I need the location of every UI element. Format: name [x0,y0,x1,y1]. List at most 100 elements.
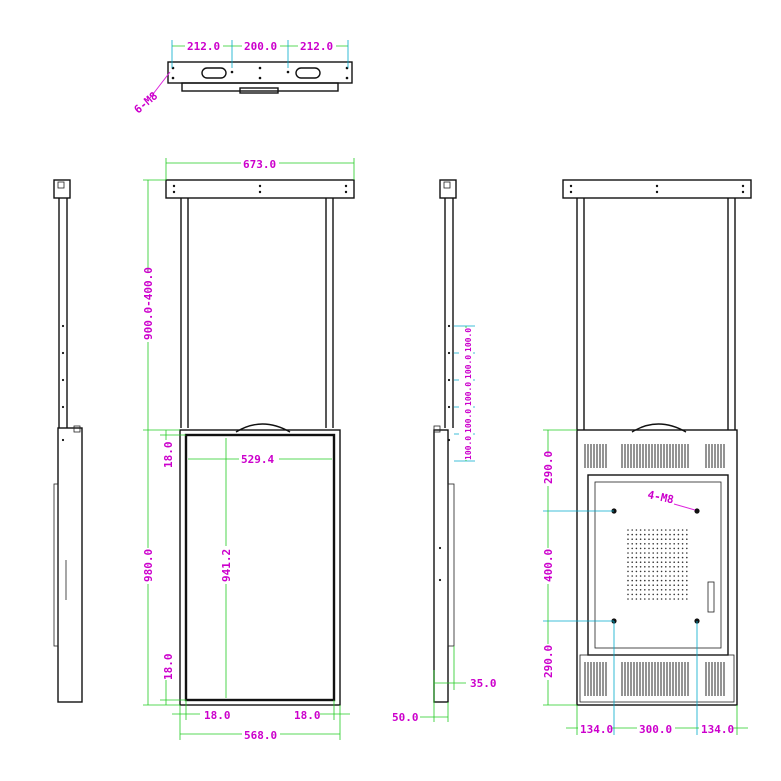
grille-dot [648,584,650,586]
grille-dot [639,593,642,596]
grille-dot [656,579,659,582]
grille-dot [669,556,671,559]
grille-dot [635,552,638,554]
grille-dot [627,533,629,536]
label-mask [298,38,336,52]
grille-dot [686,552,688,554]
grille-dot [686,538,688,540]
top-view: 212.0 200.0 212.0 6-M8 [132,38,353,116]
grille-dot [681,584,684,586]
grille-dot [660,529,663,531]
top-view-hole [286,70,290,74]
label-mask [578,721,612,735]
grille-dot [627,570,629,573]
grille-dot [665,575,667,577]
grille-dot [673,593,675,596]
grille-dot [635,570,638,573]
dim-label-18-bottom: 18.0 [162,654,175,681]
label-mask [242,727,280,741]
top-view-clip [239,87,279,94]
grille-dot [627,575,629,577]
grille-dot [644,556,646,559]
grille-dot [652,589,654,591]
grille-dot [686,579,688,582]
grille-dot [660,570,663,573]
dim-label-400: 400.0 [542,549,555,582]
grille-dot [635,543,638,545]
side-bracket-detail [57,181,65,189]
dim-label-568: 568.0 [244,729,277,742]
label-mask [540,548,556,584]
label-mask [140,272,156,342]
rear-vent-top [584,444,725,468]
grille-dot [648,538,650,540]
front-view: 673.0 900.0-400.0 980.0 18.0 18.0 529.4 … [140,156,355,742]
grille-dot [635,561,638,563]
grille-dot [644,593,646,596]
dim-label-134-right: 134.0 [701,723,734,736]
dim-label-pitch-1: 100.0 [464,328,473,352]
grille-dot [686,533,688,536]
grille-dot [639,529,642,531]
grille-dot [644,570,646,573]
grille-dot [665,589,667,591]
top-view-slot-left [201,67,227,79]
grille-dot [648,593,650,596]
mount-hole [694,508,700,514]
label-mask [292,708,320,721]
grille-dot [627,589,629,591]
grille-dot [673,543,675,545]
dim-label-900-400: 900.0-400.0 [142,267,155,340]
grille-dot [686,593,688,596]
side-hole [61,324,65,328]
dim-label-pitch-4: 100.0 [464,409,473,433]
dim-label-941: 941.2 [220,549,233,582]
grille-dot [673,598,675,600]
label-mask [242,38,280,52]
grille-dot [656,593,659,596]
grille-dot [673,566,675,568]
grille-dot [644,561,646,563]
bracket-hole [258,184,262,188]
grille-dot [656,575,659,577]
grille-dot [635,598,638,600]
side-clip [73,425,81,433]
grille-dot [635,566,638,568]
grille-dot [686,584,688,586]
grille-dot [631,547,633,550]
grille-dot [656,552,659,554]
grille-dot [639,584,642,586]
front-top-bracket [165,179,355,199]
grille-dot [660,566,663,568]
grille-dot [627,556,629,559]
grille-dot [648,566,650,568]
grille-dot [665,584,667,586]
grille-dot [639,552,642,554]
grille-dot [656,547,659,550]
side-hole [438,546,442,550]
grille-dot [652,552,654,554]
grille-dot [673,575,675,577]
grille-dot [644,543,646,545]
grille-dot [639,533,642,536]
grille-dot [631,561,633,563]
grille-dot [656,556,659,559]
grille-dot [660,561,663,563]
grille-dot [677,598,680,600]
grille-dot [627,584,629,586]
grille-dot [681,570,684,573]
grille-dot [652,570,654,573]
grille-dot [660,533,663,536]
grille-dot [644,547,646,550]
grille-dot [681,547,684,550]
front-handle [235,423,291,433]
bracket-hole [344,190,348,194]
grille-dot [686,561,688,563]
grille-dot [631,589,633,591]
grille-dot [635,538,638,540]
grille-dot [669,561,671,563]
grille-dot [639,543,642,545]
grille-dot [656,570,659,573]
rear-handle [631,423,687,433]
grille-dot [677,538,680,540]
